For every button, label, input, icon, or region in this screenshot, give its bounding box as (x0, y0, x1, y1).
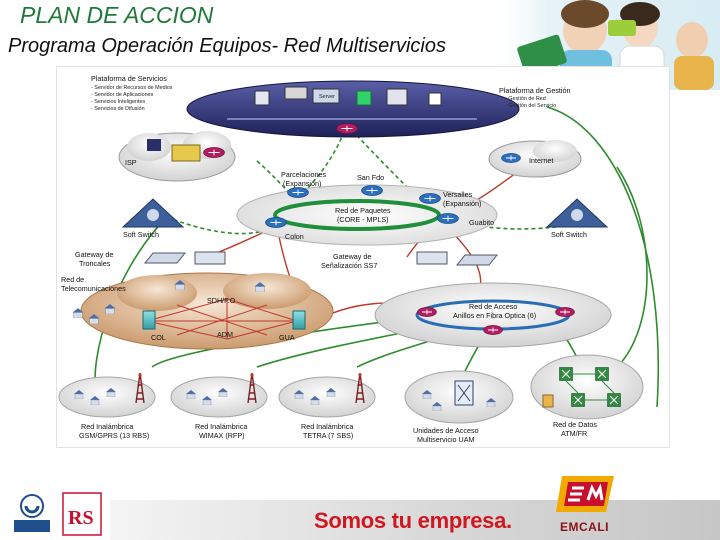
isp-cloud: ISP (118, 131, 236, 182)
data-network-label: Red de Datos (553, 420, 597, 429)
footer-slogan: Somos tu empresa. (314, 508, 512, 533)
plataforma-gestion-item: - Gestión del Servicio (505, 103, 556, 109)
certification-seal-icon (14, 494, 50, 532)
plataforma-gestion-title: Plataforma de Gestión (499, 86, 571, 95)
telecom-sdh-label: SDH/F.O (207, 296, 236, 305)
network-diagram: Server Plataforma de Servicios - Servido… (56, 66, 670, 448)
wireless-gsm-label: Red Inalámbrica (81, 422, 133, 431)
wireless-tetra-label: Red Inalámbrica (301, 422, 353, 431)
wireless-wimax: Red Inalámbrica WIMAX (RFP) (170, 373, 268, 440)
brand-name: EMCALI (560, 520, 609, 534)
telecom-network: Red de Telecomunicaciones SDH/F.O COL AD… (61, 272, 334, 350)
soft-switch-right-label: Soft Switch (551, 230, 587, 239)
core-node-san-fdo: San Fdo (357, 173, 384, 182)
wireless-wimax-label-2: WIMAX (RFP) (199, 431, 245, 440)
plataforma-gestion: Plataforma de Gestión - Gestión de Red -… (499, 86, 571, 109)
plataforma-servicios-label: Plataforma de Servicios - Servidor de Re… (91, 74, 173, 112)
access-network: Red de Acceso Anillos en Fibra Optica (6… (374, 282, 612, 348)
server-label: Server (319, 94, 335, 100)
wireless-wimax-label: Red Inalámbrica (195, 422, 247, 431)
data-network-label-2: ATM/FR (561, 429, 587, 438)
wireless-gsm: Red Inalámbrica GSM/GPRS (13 RBS) (58, 373, 156, 440)
plataforma-servicios-item: - Servidor de Recursos de Medios (91, 85, 173, 91)
core-node-guabito: Guabito (469, 218, 494, 227)
network-diagram-svg: Server Plataforma de Servicios - Servido… (58, 74, 660, 444)
uam-label-2: Multiservicio UAM (417, 435, 475, 444)
core-node-parcelaciones-exp: (Expansión) (283, 179, 321, 188)
telecom-adm-label: ADM (217, 330, 233, 339)
access-label-2: Anillos en Fibra Optica (6) (453, 311, 536, 320)
plataforma-servicios-title: Plataforma de Servicios (91, 74, 167, 83)
footer-gradient-bar (110, 500, 720, 540)
wireless-tetra: Red Inalámbrica TETRA (7 SBS) (278, 373, 376, 440)
core-node-versalles-exp: (Expansión) (443, 199, 481, 208)
gateway-troncales-label-2: Troncales (79, 259, 111, 268)
uam-label: Unidades de Acceso (413, 426, 479, 435)
gateway-troncales: Gateway de Troncales (75, 250, 226, 268)
emcali-logo-icon (556, 476, 614, 512)
core-node-versalles: Versalles (443, 190, 473, 199)
internet-cloud: Internet (488, 140, 582, 178)
soft-switch-right: Soft Switch (545, 198, 609, 239)
soft-switch-left: Soft Switch (121, 198, 185, 239)
slide-subtitle: Programa Operación Equipos- Red Multiser… (8, 35, 446, 57)
access-label: Red de Acceso (469, 302, 517, 311)
gateway-ss7: Gateway de Señalización SS7 (321, 251, 499, 270)
core-label-sub: (CORE - MPLS) (337, 215, 389, 224)
slide-title: PLAN DE ACCION (20, 2, 214, 28)
internet-label: Internet (529, 156, 553, 165)
core-node-colon: Colon (285, 232, 304, 241)
rs-logo-icon: RS (62, 492, 102, 536)
soft-switch-left-label: Soft Switch (123, 230, 159, 239)
wireless-gsm-label-2: GSM/GPRS (13 RBS) (79, 431, 149, 440)
plataforma-servicios-item: - Servicios Inteligentes (91, 99, 146, 105)
plataforma-servicios-item: - Servidor de Aplicaciones (91, 92, 154, 98)
uam-network: Unidades de Acceso Multiservicio UAM (404, 370, 514, 444)
plataforma-servicios-item: - Servicios de Difusión (91, 106, 145, 112)
gateway-ss7-label-2: Señalización SS7 (321, 261, 377, 270)
core-node-parcelaciones: Parcelaciones (281, 170, 327, 179)
data-network: Red de Datos ATM/FR (530, 354, 644, 438)
wireless-tetra-label-2: TETRA (7 SBS) (303, 431, 353, 440)
telecom-label-2: Telecomunicaciones (61, 284, 126, 293)
plataforma-servicios: Server (186, 80, 520, 138)
core-label: Red de Paquetes (335, 206, 391, 215)
gateway-ss7-label: Gateway de (333, 252, 371, 261)
telecom-gua-label: GUA (279, 333, 295, 342)
rs-logo-text: RS (68, 507, 94, 529)
plataforma-gestion-item: - Gestión de Red (505, 96, 546, 102)
isp-label: ISP (125, 158, 137, 167)
telecom-col-label: COL (151, 333, 166, 342)
telecom-label: Red de (61, 275, 84, 284)
gateway-troncales-label: Gateway de (75, 250, 113, 259)
core-network: Red de Paquetes (CORE - MPLS) Parcelacio… (236, 170, 498, 246)
